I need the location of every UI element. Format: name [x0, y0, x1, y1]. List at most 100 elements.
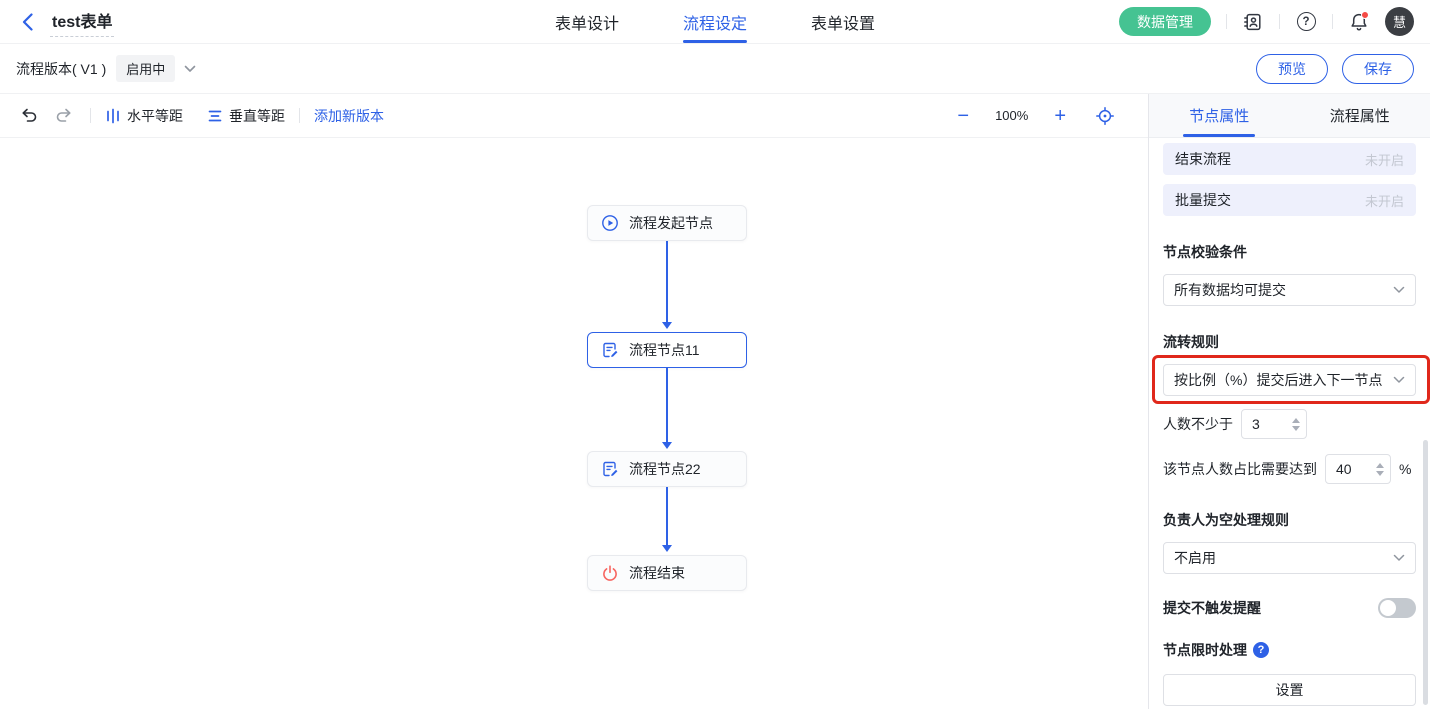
redo-icon	[56, 108, 70, 122]
horizontal-spacing-button[interactable]: 水平等距	[105, 106, 183, 126]
locate-button[interactable]	[1092, 103, 1118, 129]
version-chevron-down-icon[interactable]	[184, 65, 196, 73]
no-remind-toggle[interactable]	[1378, 598, 1416, 618]
panel-scrollbar[interactable]	[1423, 440, 1428, 705]
divider	[1279, 14, 1280, 29]
min-people-stepper	[1241, 409, 1307, 439]
back-chevron-icon	[22, 12, 33, 31]
ratio-label: 该节点人数占比需要达到	[1163, 461, 1317, 477]
undo-button[interactable]	[16, 103, 42, 129]
locate-icon	[1096, 106, 1114, 125]
tab-form-settings[interactable]: 表单设置	[811, 15, 876, 33]
app-header: test表单 表单设计 流程设定 表单设置 数据管理 ?	[0, 0, 1430, 44]
time-limit-settings-button[interactable]: 设置	[1163, 674, 1416, 706]
help-icon[interactable]: ?	[1295, 11, 1317, 33]
percent-sign: %	[1399, 461, 1412, 477]
flow-node-end[interactable]: 流程结束	[587, 555, 747, 591]
time-limit-help-icon[interactable]: ?	[1253, 642, 1269, 658]
document-edit-icon	[601, 341, 619, 359]
horizontal-spacing-icon	[107, 108, 119, 123]
tab-flow-properties[interactable]: 流程属性	[1329, 108, 1390, 125]
tab-node-properties[interactable]: 节点属性	[1149, 94, 1290, 137]
power-icon	[601, 564, 619, 582]
time-limit-row: 节点限时处理 ?	[1163, 640, 1416, 660]
data-manage-button[interactable]: 数据管理	[1119, 7, 1211, 36]
status-badge: 启用中	[116, 55, 176, 82]
flow-connector-arrow	[662, 368, 672, 449]
node-label: 流程节点22	[629, 461, 701, 477]
version-bar: 流程版本( V1 ) 启用中 预览 保存	[0, 44, 1430, 94]
form-title[interactable]: test表单	[50, 6, 115, 37]
divider	[1226, 14, 1227, 29]
version-label: 流程版本( V1 )	[16, 60, 107, 77]
panel-body: 结束流程 未开启 批量提交 未开启 节点校验条件 所有数据均可提交 流转规则 按…	[1149, 138, 1430, 706]
row-status: 未开启	[1364, 152, 1404, 168]
node-label: 流程节点11	[629, 342, 700, 358]
flow-canvas[interactable]: 流程发起节点 流程节点11	[0, 138, 1148, 709]
notification-badge	[1361, 10, 1369, 19]
validation-select[interactable]: 所有数据均可提交	[1163, 274, 1416, 306]
notification-bell-icon[interactable]	[1348, 10, 1370, 33]
spinner-up-icon[interactable]	[1292, 417, 1300, 423]
zoom-in-button[interactable]: +	[1054, 104, 1066, 127]
transfer-rule-label: 流转规则	[1163, 334, 1219, 350]
ratio-stepper	[1325, 454, 1391, 484]
flow-connector-arrow	[662, 487, 672, 552]
row-label: 批量提交	[1175, 192, 1231, 208]
user-avatar[interactable]: 慧	[1385, 7, 1414, 36]
chevron-down-icon	[1393, 554, 1405, 561]
ratio-input[interactable]	[1326, 455, 1390, 483]
time-limit-label: 节点限时处理	[1163, 642, 1247, 658]
flow-node-start[interactable]: 流程发起节点	[587, 205, 747, 241]
zoom-controls: − 100% +	[957, 103, 1132, 129]
vertical-spacing-icon	[208, 110, 222, 121]
address-book-icon[interactable]	[1242, 11, 1264, 33]
properties-panel: 节点属性 流程属性 结束流程 未开启 批量提交 未开启 节点校验条件 所有数据均…	[1148, 94, 1430, 709]
vertical-spacing-button[interactable]: 垂直等距	[207, 106, 285, 126]
zoom-out-button[interactable]: −	[957, 104, 970, 127]
min-people-row: 人数不少于	[1163, 409, 1416, 439]
node-label: 流程结束	[629, 565, 685, 581]
divider	[90, 108, 91, 123]
min-people-label: 人数不少于	[1163, 416, 1233, 432]
tab-flow-setting[interactable]: 流程设定	[682, 0, 748, 43]
add-version-link[interactable]: 添加新版本	[314, 107, 384, 124]
document-edit-icon	[601, 460, 619, 478]
preview-button[interactable]: 预览	[1256, 53, 1328, 84]
canvas-column: 水平等距 垂直等距 添加新版本 − 100% +	[0, 94, 1148, 709]
flow-node-22[interactable]: 流程节点22	[587, 451, 747, 487]
chevron-down-icon	[1393, 376, 1405, 383]
min-people-input[interactable]	[1242, 410, 1306, 438]
version-actions: 预览 保存	[1256, 53, 1414, 84]
spinner-down-icon[interactable]	[1376, 470, 1384, 476]
chevron-down-icon	[1393, 286, 1405, 293]
batch-submit-row[interactable]: 批量提交 未开启	[1163, 184, 1416, 216]
row-status: 未开启	[1364, 193, 1404, 209]
ratio-row: 该节点人数占比需要达到 %	[1163, 454, 1416, 484]
play-circle-icon	[601, 214, 619, 232]
spinner-down-icon[interactable]	[1292, 425, 1300, 431]
main-area: 水平等距 垂直等距 添加新版本 − 100% +	[0, 94, 1430, 709]
empty-owner-select[interactable]: 不启用	[1163, 542, 1416, 574]
main-nav: 表单设计 流程设定 表单设置	[555, 0, 875, 43]
header-actions: 数据管理 ? 慧	[1119, 7, 1414, 36]
undo-icon	[22, 108, 36, 122]
row-label: 结束流程	[1175, 151, 1231, 167]
back-button[interactable]	[16, 11, 38, 33]
node-label: 流程发起节点	[629, 215, 713, 231]
transfer-rule-select[interactable]: 按比例（%）提交后进入下一节点	[1163, 364, 1416, 396]
canvas-toolbar: 水平等距 垂直等距 添加新版本 − 100% +	[0, 94, 1148, 138]
empty-owner-label: 负责人为空处理规则	[1163, 512, 1289, 528]
divider	[1332, 14, 1333, 29]
redo-button[interactable]	[50, 103, 76, 129]
no-remind-label: 提交不触发提醒	[1163, 600, 1261, 616]
flow-node-11[interactable]: 流程节点11	[587, 332, 747, 368]
validation-label: 节点校验条件	[1163, 244, 1247, 260]
panel-tabs: 节点属性 流程属性	[1149, 94, 1430, 138]
save-button[interactable]: 保存	[1342, 53, 1414, 84]
end-flow-row[interactable]: 结束流程 未开启	[1163, 143, 1416, 175]
spinner-up-icon[interactable]	[1376, 462, 1384, 468]
tab-form-design[interactable]: 表单设计	[554, 15, 619, 33]
flow-connector-arrow	[662, 241, 672, 329]
no-remind-row: 提交不触发提醒	[1163, 598, 1416, 618]
